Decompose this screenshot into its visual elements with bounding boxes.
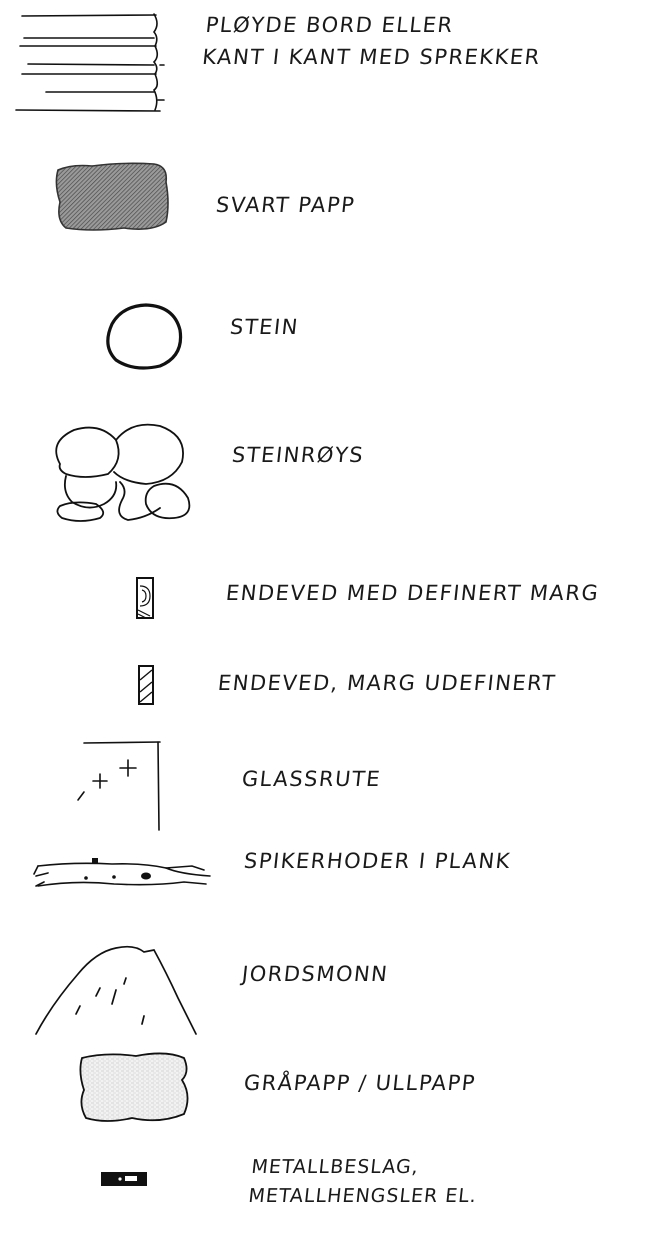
stone-icon <box>100 300 188 372</box>
planed-boards-label: PLØYDE BORD ELLER KANT I KANT MED SPREKK… <box>201 10 546 73</box>
end-grain-undefined-pith-icon <box>136 664 158 708</box>
soil-mound-label: JORDSMONN <box>241 962 390 986</box>
rock-pile-label: STEINRØYS <box>231 443 366 467</box>
nail-heads-plank-icon <box>34 846 212 896</box>
end-grain-undefined-label: ENDEVED, MARG UDEFINERT <box>217 671 558 695</box>
metal-fitting-icon <box>100 1170 150 1188</box>
end-grain-defined-pith-icon <box>134 576 158 622</box>
end-grain-defined-label: ENDEVED MED DEFINERT MARG <box>225 581 601 605</box>
soil-mound-icon <box>34 942 198 1036</box>
stone-label: STEIN <box>229 315 300 339</box>
glass-pane-label: GLASSRUTE <box>241 767 383 791</box>
nail-heads-label: SPIKERHODER I PLANK <box>243 849 512 873</box>
metal-fitting-label-line-2: METALLHENGSLER EL. <box>247 1182 478 1211</box>
planed-boards-label-line-1: PLØYDE BORD ELLER <box>204 10 546 42</box>
metal-fitting-label-line-1: METALLBESLAG, <box>250 1153 481 1182</box>
metal-fitting-label: METALLBESLAG, METALLHENGSLER EL. <box>247 1153 481 1210</box>
planed-boards-label-line-2: KANT I KANT MED SPREKKER <box>201 42 543 74</box>
black-cardboard-icon <box>52 160 172 235</box>
planed-boards-icon <box>14 10 164 120</box>
glass-pane-icon <box>76 740 166 832</box>
grey-cardboard-label: GRÅPAPP / ULLPAPP <box>243 1071 477 1095</box>
rock-pile-icon <box>44 420 194 530</box>
grey-cardboard-icon <box>76 1050 192 1126</box>
black-cardboard-label: SVART PAPP <box>215 193 357 217</box>
